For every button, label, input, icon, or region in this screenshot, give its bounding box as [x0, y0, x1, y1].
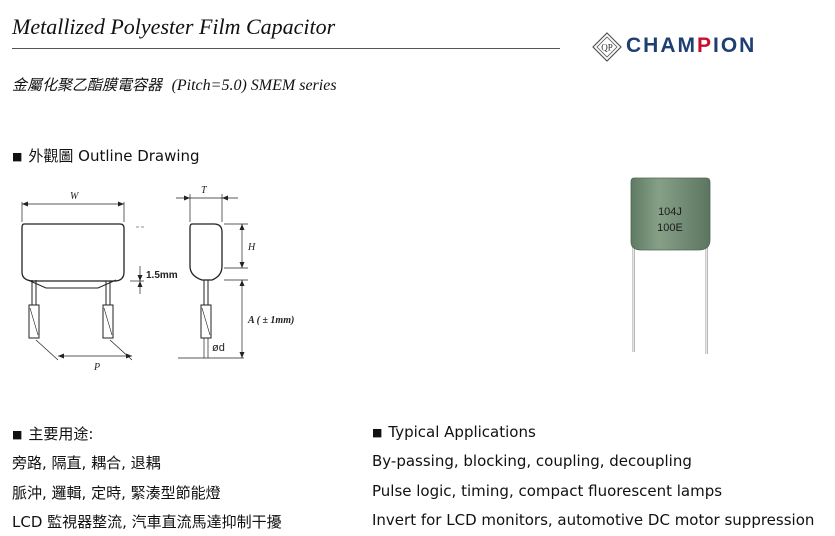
applications-en-line-2: Pulse logic, timing, compact fluorescent…: [372, 482, 723, 500]
subtitle: 金屬化聚乙酯膜電容器 (Pitch=5.0) SMEM series: [12, 74, 337, 95]
brand-name: CHAMPION: [626, 34, 756, 58]
capacitor-photo: 104J 100E: [630, 177, 711, 354]
applications-en-heading: ■ Typical Applications: [372, 423, 536, 441]
dim-p-label: P: [93, 362, 100, 373]
brand-lead: CHAM: [626, 34, 697, 57]
bullet-square-icon: ■: [372, 426, 383, 439]
applications-cn-line-1: 旁路, 隔直, 耦合, 退耦: [12, 454, 161, 472]
brand-tail: ION: [713, 34, 757, 57]
marking-capacitance: 104J: [658, 206, 682, 218]
applications-cn-heading-text: 主要用途:: [28, 425, 94, 443]
applications-en-heading-text: Typical Applications: [388, 423, 536, 441]
dim-d-label: ød: [212, 342, 225, 354]
brand-accent: P: [697, 34, 714, 57]
bullet-square-icon: ■: [12, 428, 23, 441]
champion-logo: QP CHAMPION: [592, 32, 828, 64]
dim-t-label: T: [201, 185, 208, 196]
subtitle-english: (Pitch=5.0) SMEM series: [171, 77, 337, 94]
marking-voltage: 100E: [657, 222, 683, 234]
outline-heading: ■ 外觀圖 Outline Drawing: [12, 145, 200, 166]
applications-cn-heading: ■ 主要用途:: [12, 423, 93, 444]
dim-h-label: H: [247, 242, 256, 253]
outline-drawing: W T H 1.5mm A ( ± 1mm) ød P: [21, 185, 294, 373]
title-divider: [12, 48, 560, 49]
dim-lead-gap-label: 1.5mm: [146, 270, 178, 281]
dim-a-label: A ( ± 1mm): [247, 315, 294, 326]
applications-en-line-1: By-passing, blocking, coupling, decoupli…: [372, 452, 692, 470]
side-body: [189, 223, 223, 281]
front-body: [21, 223, 125, 282]
subtitle-chinese: 金屬化聚乙酯膜電容器: [12, 76, 163, 94]
logo-badge: QP: [601, 43, 613, 53]
page-title: Metallized Polyester Film Capacitor: [12, 14, 336, 39]
applications-cn-line-2: 脈沖, 邏輯, 定時, 緊湊型節能燈: [12, 484, 221, 502]
applications-en-line-3: Invert for LCD monitors, automotive DC m…: [372, 511, 815, 529]
bullet-square-icon: ■: [12, 150, 23, 163]
outline-heading-text: 外觀圖 Outline Drawing: [28, 147, 200, 165]
dim-w-label: W: [70, 191, 80, 202]
applications-cn-line-3: LCD 監視器整流, 汽車直流馬達抑制干擾: [12, 513, 282, 531]
qp-diamond-icon: QP: [592, 32, 622, 62]
